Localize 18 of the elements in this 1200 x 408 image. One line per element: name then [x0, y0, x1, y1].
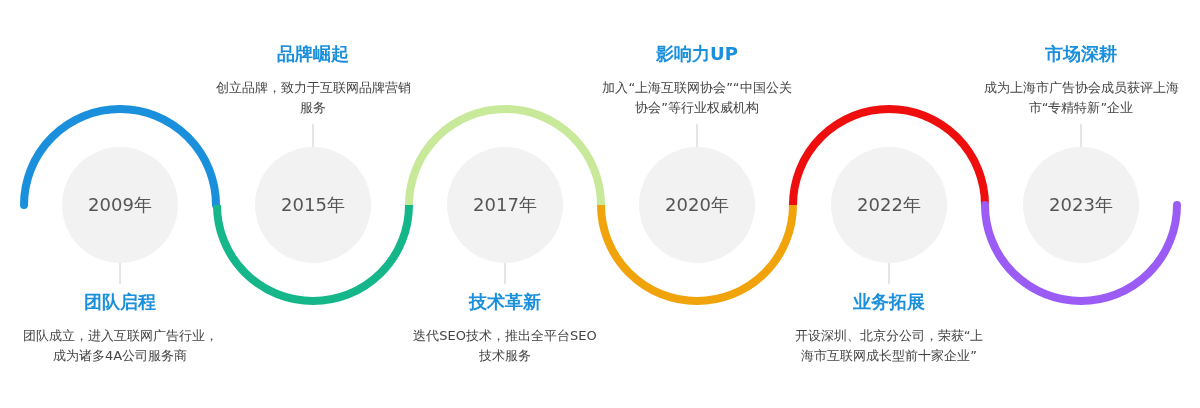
milestone-description: 创立品牌，致力于互联网品牌营销服务: [215, 79, 411, 117]
milestone-description: 成为上海市广告协会成员获评上海市“专精特新”企业: [983, 79, 1179, 117]
milestone-description: 加入“上海互联网协会”“中国公关协会”等行业权威机构: [601, 79, 793, 117]
milestone-description: 开设深圳、北京分公司，荣获“上海市互联网成长型前十家企业”: [793, 327, 985, 365]
milestone-title: 品牌崛起: [277, 42, 349, 66]
milestone-title: 团队启程: [84, 290, 156, 314]
milestone-title: 技术革新: [469, 290, 541, 314]
year-label: 2015年: [281, 193, 345, 217]
milestone-title: 影响力UP: [656, 42, 738, 66]
year-label: 2023年: [1049, 193, 1113, 217]
year-label: 2020年: [665, 193, 729, 217]
milestone-description: 迭代SEO技术，推出全平台SEO技术服务: [412, 327, 598, 365]
milestone-title: 业务拓展: [853, 290, 925, 314]
year-label: 2009年: [88, 193, 152, 217]
milestone-title: 市场深耕: [1045, 42, 1117, 66]
year-label: 2022年: [857, 193, 921, 217]
milestone-description: 团队成立，进入互联网广告行业，成为诸多4A公司服务商: [22, 327, 218, 365]
year-label: 2017年: [473, 193, 537, 217]
